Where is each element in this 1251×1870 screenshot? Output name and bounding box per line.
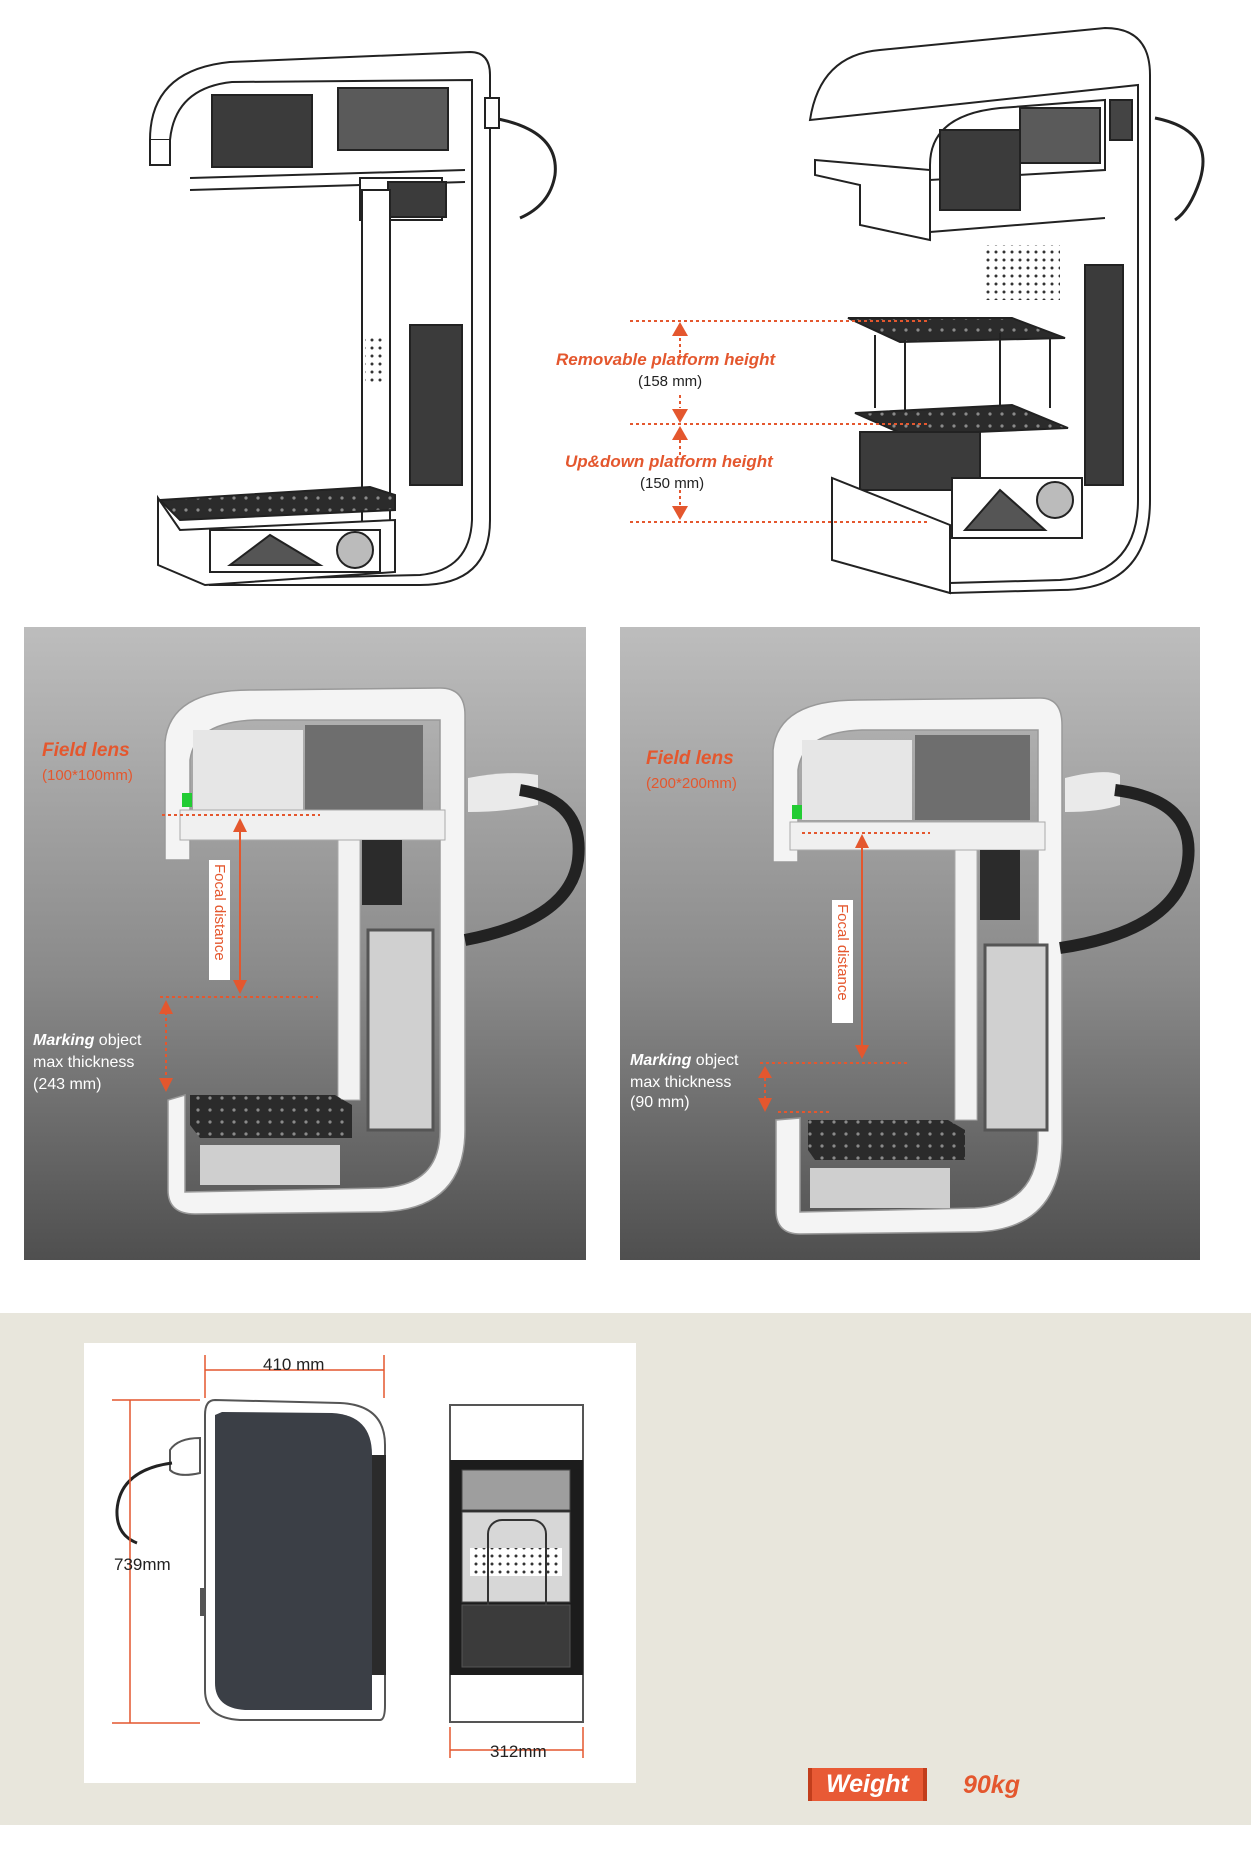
max-thickness-label-right: max thickness bbox=[630, 1074, 732, 1091]
height-dimension-label: 739mm bbox=[114, 1555, 171, 1574]
marking-bold-left: Marking bbox=[33, 1032, 95, 1049]
platform-height-guides bbox=[630, 320, 930, 523]
focal-guides-right bbox=[758, 832, 930, 1113]
machine-render-left bbox=[164, 687, 585, 1215]
removable-platform-value: (158 mm) bbox=[638, 373, 703, 390]
max-thickness-label-left: max thickness bbox=[33, 1054, 135, 1071]
removable-platform-label: Removable platform height bbox=[556, 350, 776, 369]
marking-rest-right: object bbox=[691, 1052, 739, 1069]
updown-platform-value: (150 mm) bbox=[640, 475, 705, 492]
focal-distance-label-right: Focal distance bbox=[832, 900, 853, 1023]
front-view-drawing bbox=[449, 1404, 584, 1723]
field-lens-value-left: (100*100mm) bbox=[42, 767, 133, 784]
field-lens-label-left: Field lens bbox=[42, 740, 130, 761]
updown-platform-label: Up&down platform height bbox=[565, 452, 773, 471]
depth-dimension-label: 312mm bbox=[490, 1742, 547, 1761]
marking-object-label-left: Marking object bbox=[33, 1032, 141, 1050]
weight-value: 90kg bbox=[963, 1771, 1020, 1799]
focal-guides-left bbox=[159, 814, 320, 1092]
machine-drawing-right bbox=[808, 26, 1205, 595]
thickness-value-right: (90 mm) bbox=[630, 1094, 690, 1111]
marking-rest-left: object bbox=[94, 1032, 142, 1049]
machine-drawing-left bbox=[148, 50, 557, 587]
marking-object-label-right: Marking object bbox=[630, 1052, 738, 1070]
field-lens-label-right: Field lens bbox=[646, 748, 734, 769]
focal-distance-label-left: Focal distance bbox=[209, 860, 230, 980]
machine-render-right bbox=[772, 697, 1195, 1235]
dimension-lines bbox=[112, 1355, 584, 1758]
marking-bold-right: Marking bbox=[630, 1052, 692, 1069]
weight-label-box: Weight bbox=[808, 1768, 927, 1801]
width-dimension-label: 410 mm bbox=[263, 1355, 325, 1374]
side-view-drawing bbox=[115, 1398, 386, 1721]
thickness-value-left: (243 mm) bbox=[33, 1076, 102, 1093]
field-lens-value-right: (200*200mm) bbox=[646, 775, 737, 792]
